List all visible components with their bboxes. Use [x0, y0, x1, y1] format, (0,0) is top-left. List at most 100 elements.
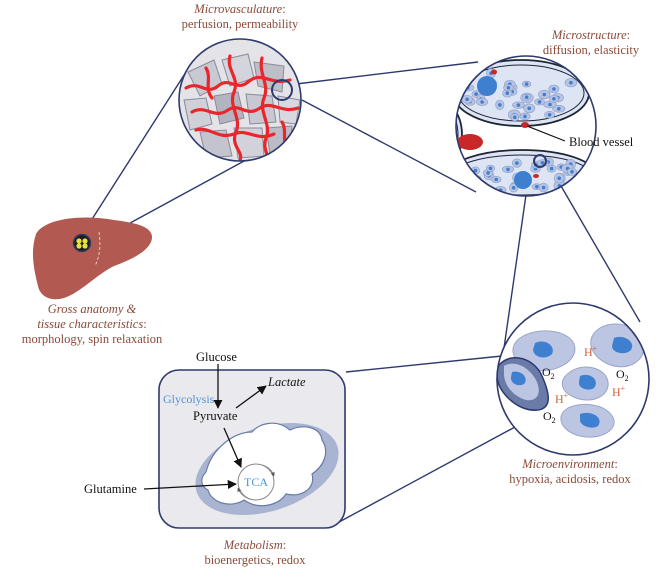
- tca-cycle: [237, 463, 275, 501]
- h-plus-label: H+: [584, 344, 598, 359]
- connector-microstructure-to-microenvironment-right: [549, 166, 641, 323]
- nucleus: [472, 176, 477, 181]
- pyruvate-to-lactate-arrow: [235, 385, 267, 409]
- liver-region-highlight: [72, 233, 92, 253]
- nucleus: [535, 184, 539, 189]
- cell: [458, 176, 470, 184]
- cell: [422, 124, 430, 131]
- nucleus: [426, 134, 428, 136]
- liver-shape: [32, 217, 153, 300]
- nucleus: [523, 114, 527, 119]
- metabolism-title: Metabolism: [223, 538, 283, 552]
- cell: [432, 135, 441, 141]
- microstructure-cells: [421, 68, 578, 195]
- nucleus: [461, 178, 466, 182]
- cell: [428, 138, 435, 145]
- o2-label: O2: [543, 409, 556, 425]
- nucleus: [436, 113, 438, 115]
- nucleus: [498, 103, 502, 107]
- nucleus: [429, 136, 431, 138]
- cell: [427, 129, 433, 136]
- nucleus: [524, 82, 529, 86]
- microvasculature-title: Microvasculature: [194, 2, 283, 16]
- glucose-label: Glucose: [196, 350, 237, 364]
- blood-vessel-mark: [533, 174, 539, 178]
- oxygen-labels: O2 O2 O2: [542, 365, 629, 425]
- cell: [440, 146, 446, 152]
- nucleus: [511, 186, 516, 190]
- nucleus: [425, 126, 427, 128]
- microenvironment-detail: hypoxia, acidosis, redox: [509, 472, 631, 486]
- nucleus: [488, 166, 493, 171]
- blood-vessel-mark: [434, 126, 439, 130]
- metabolism-caption: Metabolism: bioenergetics, redox: [175, 538, 335, 568]
- nucleus: [510, 371, 526, 386]
- nucleus: [506, 167, 510, 172]
- liver-illustration: [32, 217, 153, 300]
- liver-lobule: [82, 238, 88, 244]
- nucleus: [569, 80, 573, 85]
- microenvironment-caption: Microenvironment: hypoxia, acidosis, red…: [480, 457, 660, 487]
- nucleus: [557, 107, 561, 111]
- nucleus: [578, 374, 596, 390]
- gross-anatomy-title-line1: Gross anatomy &: [47, 302, 137, 316]
- microstructure-caption: Microstructure: diffusion, elasticity: [524, 28, 658, 58]
- nucleus: [537, 100, 542, 104]
- nucleus: [541, 185, 546, 190]
- cell: [421, 139, 430, 144]
- h-plus-label: H+: [612, 384, 626, 399]
- microvasculature-caption: Microvasculature: perfusion, permeabilit…: [155, 2, 325, 32]
- nucleus: [505, 91, 510, 95]
- pyruvate-to-tca-arrow: [223, 427, 242, 468]
- h-plus-label: H+: [555, 391, 569, 406]
- nucleus: [435, 137, 437, 139]
- nucleus: [473, 168, 478, 173]
- cell: [431, 118, 439, 124]
- microvasculature-circle: [178, 38, 302, 162]
- cell: [423, 132, 431, 139]
- nucleus: [474, 184, 479, 189]
- glycolysis-label: Glycolysis: [163, 392, 215, 406]
- gross-anatomy-caption: Gross anatomy & tissue characteristics: …: [2, 302, 182, 347]
- blood-vessel-mark: [491, 69, 497, 75]
- connector-microstructure-to-microenvironment-left: [502, 166, 531, 356]
- cell: [434, 111, 441, 116]
- nucleus: [515, 161, 519, 165]
- blood-vessel-label: Blood vessel: [569, 135, 634, 149]
- cell: [424, 139, 431, 146]
- nucleus: [580, 412, 600, 428]
- nucleus: [474, 92, 478, 96]
- nucleus: [433, 120, 435, 122]
- connector-microenvironment-to-metabolism-upper: [345, 355, 503, 373]
- nucleus: [527, 106, 531, 111]
- nucleus: [552, 97, 556, 101]
- connector-microvasculature-to-microstructure-upper: [295, 61, 479, 85]
- microstructure-circle: [421, 55, 597, 197]
- liver-lobule: [82, 243, 88, 249]
- proton-labels: H+ H+ H+: [555, 344, 626, 406]
- microstructure-title: Microstructure: [551, 28, 627, 42]
- microvasculature-detail: perfusion, permeability: [181, 17, 299, 31]
- metabolism-detail: bioenergetics, redox: [204, 553, 306, 567]
- nucleus: [542, 92, 547, 97]
- liver-lobule: [76, 238, 82, 244]
- microenvironment-title: Microenvironment: [522, 457, 615, 471]
- blood-vessel-mark: [457, 134, 483, 150]
- nucleus: [477, 76, 497, 96]
- connector-liver-to-microvasculature-upper: [79, 71, 187, 239]
- nucleus: [570, 170, 574, 174]
- liver-fissure: [94, 231, 101, 267]
- nucleus: [552, 87, 556, 91]
- microstructure-detail: diffusion, elasticity: [542, 43, 640, 57]
- nucleus: [513, 115, 517, 120]
- glutamine-to-tca-arrow: [143, 479, 237, 490]
- zoom-highlight-microvasculature: [271, 79, 293, 101]
- tca-label: TCA: [244, 475, 268, 489]
- nucleus: [514, 171, 532, 189]
- glutamine-label: Glutamine: [84, 482, 137, 496]
- nucleus: [547, 113, 552, 117]
- nucleus: [540, 161, 545, 165]
- liver-lobule: [76, 243, 82, 249]
- gross-anatomy-title-line2: tissue characteristics: [37, 317, 144, 331]
